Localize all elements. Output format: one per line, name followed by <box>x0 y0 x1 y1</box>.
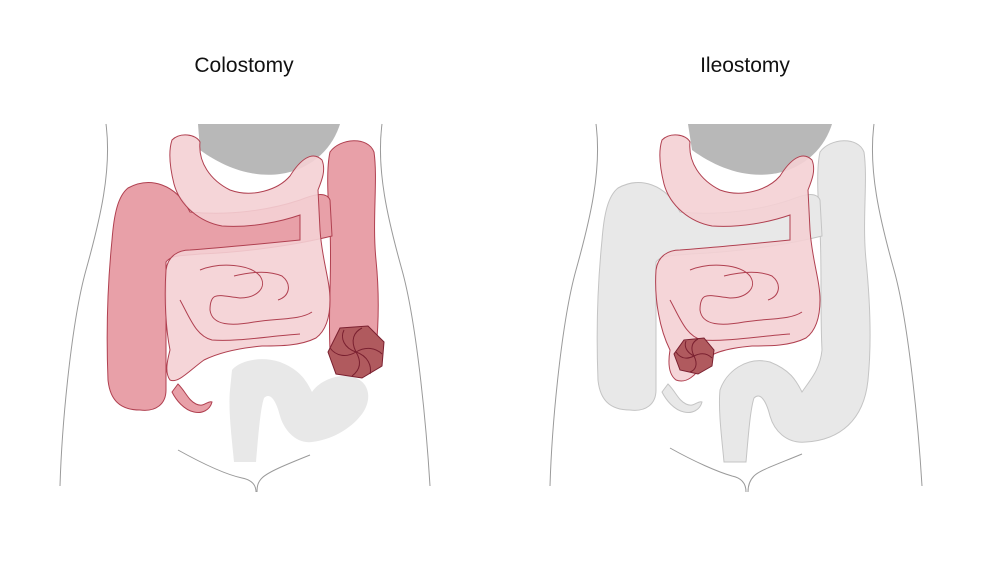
colon-inactive <box>596 140 871 463</box>
body-outline <box>549 123 923 493</box>
colostomy-stoma <box>327 325 385 379</box>
ileostomy-panel: Ileostomy <box>490 0 990 563</box>
ileostomy-title: Ileostomy <box>700 54 790 77</box>
small-intestine <box>164 134 331 382</box>
colostomy-panel: Colostomy <box>59 54 431 493</box>
rectum-grey <box>229 359 369 462</box>
colostomy-title: Colostomy <box>194 54 294 77</box>
ileostomy-illustration <box>549 123 923 493</box>
colostomy-illustration <box>59 123 431 493</box>
ileostomy-stoma <box>673 337 715 375</box>
body-outline <box>59 123 431 493</box>
